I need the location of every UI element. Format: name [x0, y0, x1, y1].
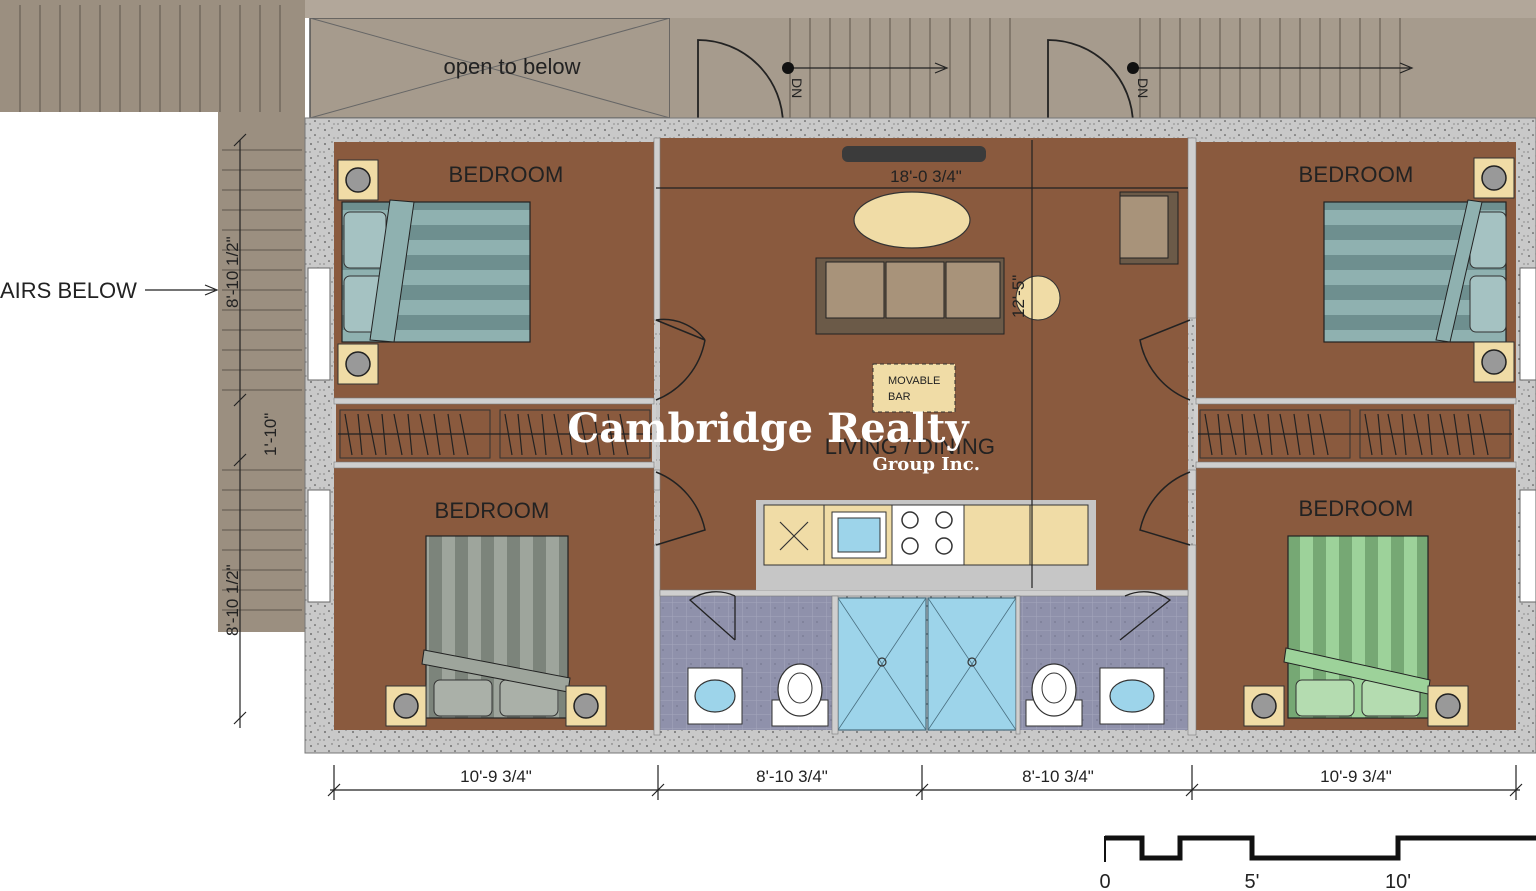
closet-right — [1194, 400, 1518, 466]
dimension-lines — [145, 133, 1523, 800]
side-table — [1015, 275, 1061, 321]
bed-top-right — [1323, 199, 1507, 343]
entry-door-right — [1047, 39, 1134, 126]
label-open-to-below: open to below — [444, 54, 581, 79]
door-bedroom-top-left — [655, 318, 706, 341]
sofa — [815, 257, 1005, 335]
scale-bar — [1104, 835, 1536, 862]
label-movable-bar-2: BAR — [888, 391, 911, 403]
door-bedroom-top-right — [1139, 319, 1191, 401]
bed-bottom-left — [421, 535, 571, 719]
watermark-title: Cambridge Realty — [567, 405, 970, 452]
exterior-deck — [0, 0, 305, 112]
label-bedroom-top-left: BEDROOM — [448, 162, 563, 187]
label-dn-right: DN — [1135, 78, 1151, 98]
dim-stair-upper: 8'-10 1/2" — [223, 236, 242, 308]
label-bedroom-bottom-right: BEDROOM — [1298, 496, 1413, 521]
door-bathroom-right — [1119, 591, 1172, 641]
watermark-subtitle: Group Inc. — [872, 454, 980, 475]
bed-top-left — [341, 199, 531, 343]
movable-bar — [872, 363, 956, 413]
dim-stair-mid: 1'-10" — [261, 413, 280, 456]
bed-bottom-right — [1283, 535, 1431, 719]
label-dn-left: DN — [789, 78, 805, 98]
dim-living-width: 18'-0 3/4" — [890, 167, 962, 186]
door-bedroom-bottom-left — [655, 471, 706, 546]
stairs-left-side — [222, 149, 302, 611]
dim-bottom-2: 8'-10 3/4" — [756, 767, 828, 786]
dishwasher — [763, 504, 825, 566]
dim-bottom-3: 8'-10 3/4" — [1022, 767, 1094, 786]
entry-door-left — [697, 39, 784, 126]
dim-bottom-4: 10'-9 3/4" — [1320, 767, 1392, 786]
lamps — [345, 165, 1507, 719]
scale-tick-5: 5' — [1245, 871, 1260, 891]
dim-stair-lower: 8'-10 1/2" — [223, 564, 242, 636]
coffee-table — [853, 191, 971, 249]
label-living-dining: LIVING / DINING — [825, 434, 995, 459]
door-bedroom-bottom-right — [1139, 471, 1191, 546]
scale-tick-0: 0 — [1099, 871, 1110, 891]
dim-living-depth: 12'-5" — [1009, 275, 1028, 318]
door-bathroom-left — [688, 591, 736, 641]
label-movable-bar-1: MOVABLE — [888, 375, 940, 387]
toilet-right — [1025, 663, 1083, 727]
stairs-top-left — [19, 5, 281, 112]
label-bedroom-bottom-left: BEDROOM — [434, 498, 549, 523]
door-bedroom-top-left-swing — [655, 339, 706, 401]
scale-tick-10: 10' — [1385, 871, 1411, 891]
dim-bottom-1: 10'-9 3/4" — [460, 767, 532, 786]
stairs-top-right — [1139, 18, 1401, 120]
toilet-left — [771, 663, 829, 727]
stove — [891, 504, 965, 566]
exterior-deck — [218, 112, 305, 632]
tv — [842, 146, 986, 162]
windows — [307, 267, 1536, 603]
interior-walls — [333, 137, 1517, 736]
label-stairs-below: AIRS BELOW — [0, 278, 137, 303]
closet-left — [332, 400, 656, 466]
label-bedroom-top-right: BEDROOM — [1298, 162, 1413, 187]
